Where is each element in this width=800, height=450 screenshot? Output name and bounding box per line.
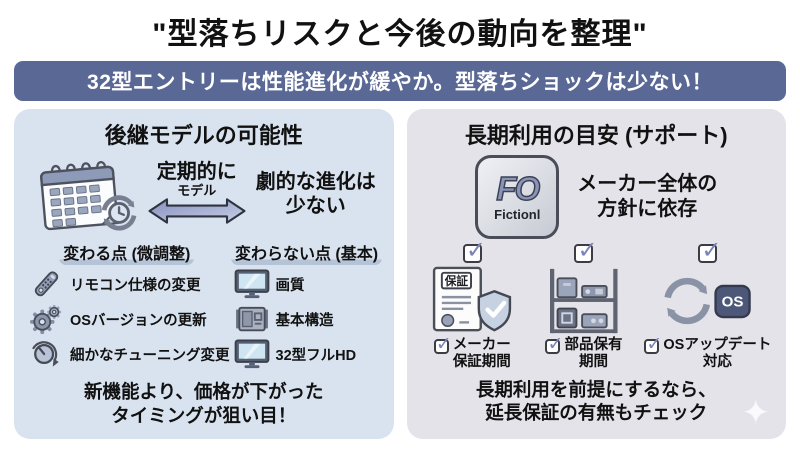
page-title: "型落ちリスクと今後の動向を整理" bbox=[152, 18, 648, 51]
unchanged-header: 変わらない点 (基本) bbox=[230, 246, 383, 265]
model-cycle-visual: 定期的に モデル 劇的な進化は 少ない bbox=[24, 151, 384, 237]
successor-model-panel: 後継モデルの可能性 bbox=[14, 109, 394, 439]
support-column-os: ✓ OS ✓ OSアップデ bbox=[640, 237, 776, 372]
parts-shelf-icon bbox=[549, 268, 618, 334]
svg-text:保証: 保証 bbox=[444, 274, 469, 288]
circuit-board-icon bbox=[235, 306, 268, 332]
change-columns: 変わる点 (微調整) bbox=[24, 239, 384, 374]
left-panel-footer: 新機能より、価格が下がった タイミングが狙い目！ bbox=[84, 381, 324, 426]
unchanged-column: 変わらない点 (基本) 画質 bbox=[230, 239, 384, 374]
brand-logo: FO Fictionl bbox=[475, 155, 560, 239]
list-item-label: 32型フルHD bbox=[275, 347, 357, 364]
checkbox-icon[interactable]: ✓ bbox=[698, 237, 721, 264]
clock-history-icon bbox=[101, 195, 137, 231]
brand-logo-text: FO bbox=[496, 170, 541, 207]
support-label: メーカー 保証期間 bbox=[452, 337, 511, 371]
sparkle-icon: ✦ bbox=[741, 394, 771, 432]
dial-icon bbox=[32, 341, 59, 367]
checkbox-icon[interactable]: ✓ bbox=[462, 237, 486, 264]
list-item-label: リモコン仕様の変更 bbox=[70, 277, 201, 294]
list-item: 細かなチューニング変更 bbox=[28, 339, 230, 369]
period-label: 定期的に bbox=[156, 161, 237, 183]
double-arrow-icon bbox=[148, 198, 246, 224]
support-label: OSアップデート 対応 bbox=[663, 337, 772, 371]
checkbox-icon[interactable]: ✓ bbox=[545, 334, 564, 355]
headline-banner: 32型エントリーは性能進化が緩やか。型落ちショックは少ない！ bbox=[14, 61, 786, 101]
support-columns: ✓ 保証 ✓ bbox=[417, 237, 777, 372]
list-item: OSバージョンの更新 bbox=[28, 304, 230, 334]
brand-policy-text: メーカー全体の 方針に依存 bbox=[577, 173, 718, 220]
checkbox-icon[interactable]: ✓ bbox=[644, 334, 663, 355]
support-column-warranty: ✓ 保証 ✓ bbox=[417, 237, 529, 372]
svg-text:OS: OS bbox=[722, 294, 744, 311]
list-item-label: 基本構造 bbox=[275, 312, 334, 329]
left-panel-title: 後継モデルの可能性 bbox=[104, 123, 303, 148]
cycle-result-text: 劇的な進化は 少ない bbox=[255, 171, 376, 217]
tv-icon bbox=[234, 339, 269, 369]
list-item: 基本構造 bbox=[234, 304, 384, 334]
list-item-label: OSバージョンの更新 bbox=[70, 312, 207, 329]
support-column-parts: ✓ bbox=[528, 237, 640, 372]
list-item: 画質 bbox=[234, 269, 384, 299]
os-update-icon: OS bbox=[664, 277, 751, 325]
list-item-label: 画質 bbox=[275, 277, 305, 294]
calendar-refresh-icon bbox=[39, 160, 137, 231]
checkbox-icon[interactable]: ✓ bbox=[574, 237, 598, 264]
cycle-arrow-group: 定期的に モデル bbox=[139, 162, 255, 226]
warranty-shield-icon: 保証 bbox=[433, 266, 512, 332]
remote-icon bbox=[34, 271, 59, 297]
arrow-label: モデル bbox=[177, 183, 217, 198]
long-term-support-panel: 長期利用の目安 (サポート) FO Fictionl メーカー全体の 方針に依存… bbox=[406, 109, 786, 439]
tv-icon bbox=[234, 269, 269, 299]
right-panel-footer: 長期利用を前提にするなら、 延長保証の有無もチェック bbox=[475, 378, 717, 424]
headline-banner-text: 32型エントリーは性能進化が緩やか。型落ちショックは少ない！ bbox=[87, 71, 713, 94]
changes-header: 変わる点 (微調整) bbox=[59, 246, 195, 265]
list-item: リモコン仕様の変更 bbox=[28, 269, 230, 299]
panels-row: 後継モデルの可能性 bbox=[14, 109, 786, 439]
list-item: 32型フルHD bbox=[234, 339, 384, 369]
brand-logo-subtext: Fictionl bbox=[494, 207, 541, 222]
right-panel-title: 長期利用の目安 (サポート) bbox=[464, 123, 728, 148]
changes-column: 変わる点 (微調整) bbox=[24, 239, 230, 374]
checkbox-icon[interactable]: ✓ bbox=[433, 334, 452, 355]
brand-row: FO Fictionl メーカー全体の 方針に依存 bbox=[417, 151, 777, 243]
list-item-label: 細かなチューニング変更 bbox=[70, 347, 230, 364]
support-label: 部品保有 期間 bbox=[564, 337, 623, 371]
gears-icon bbox=[30, 304, 62, 334]
